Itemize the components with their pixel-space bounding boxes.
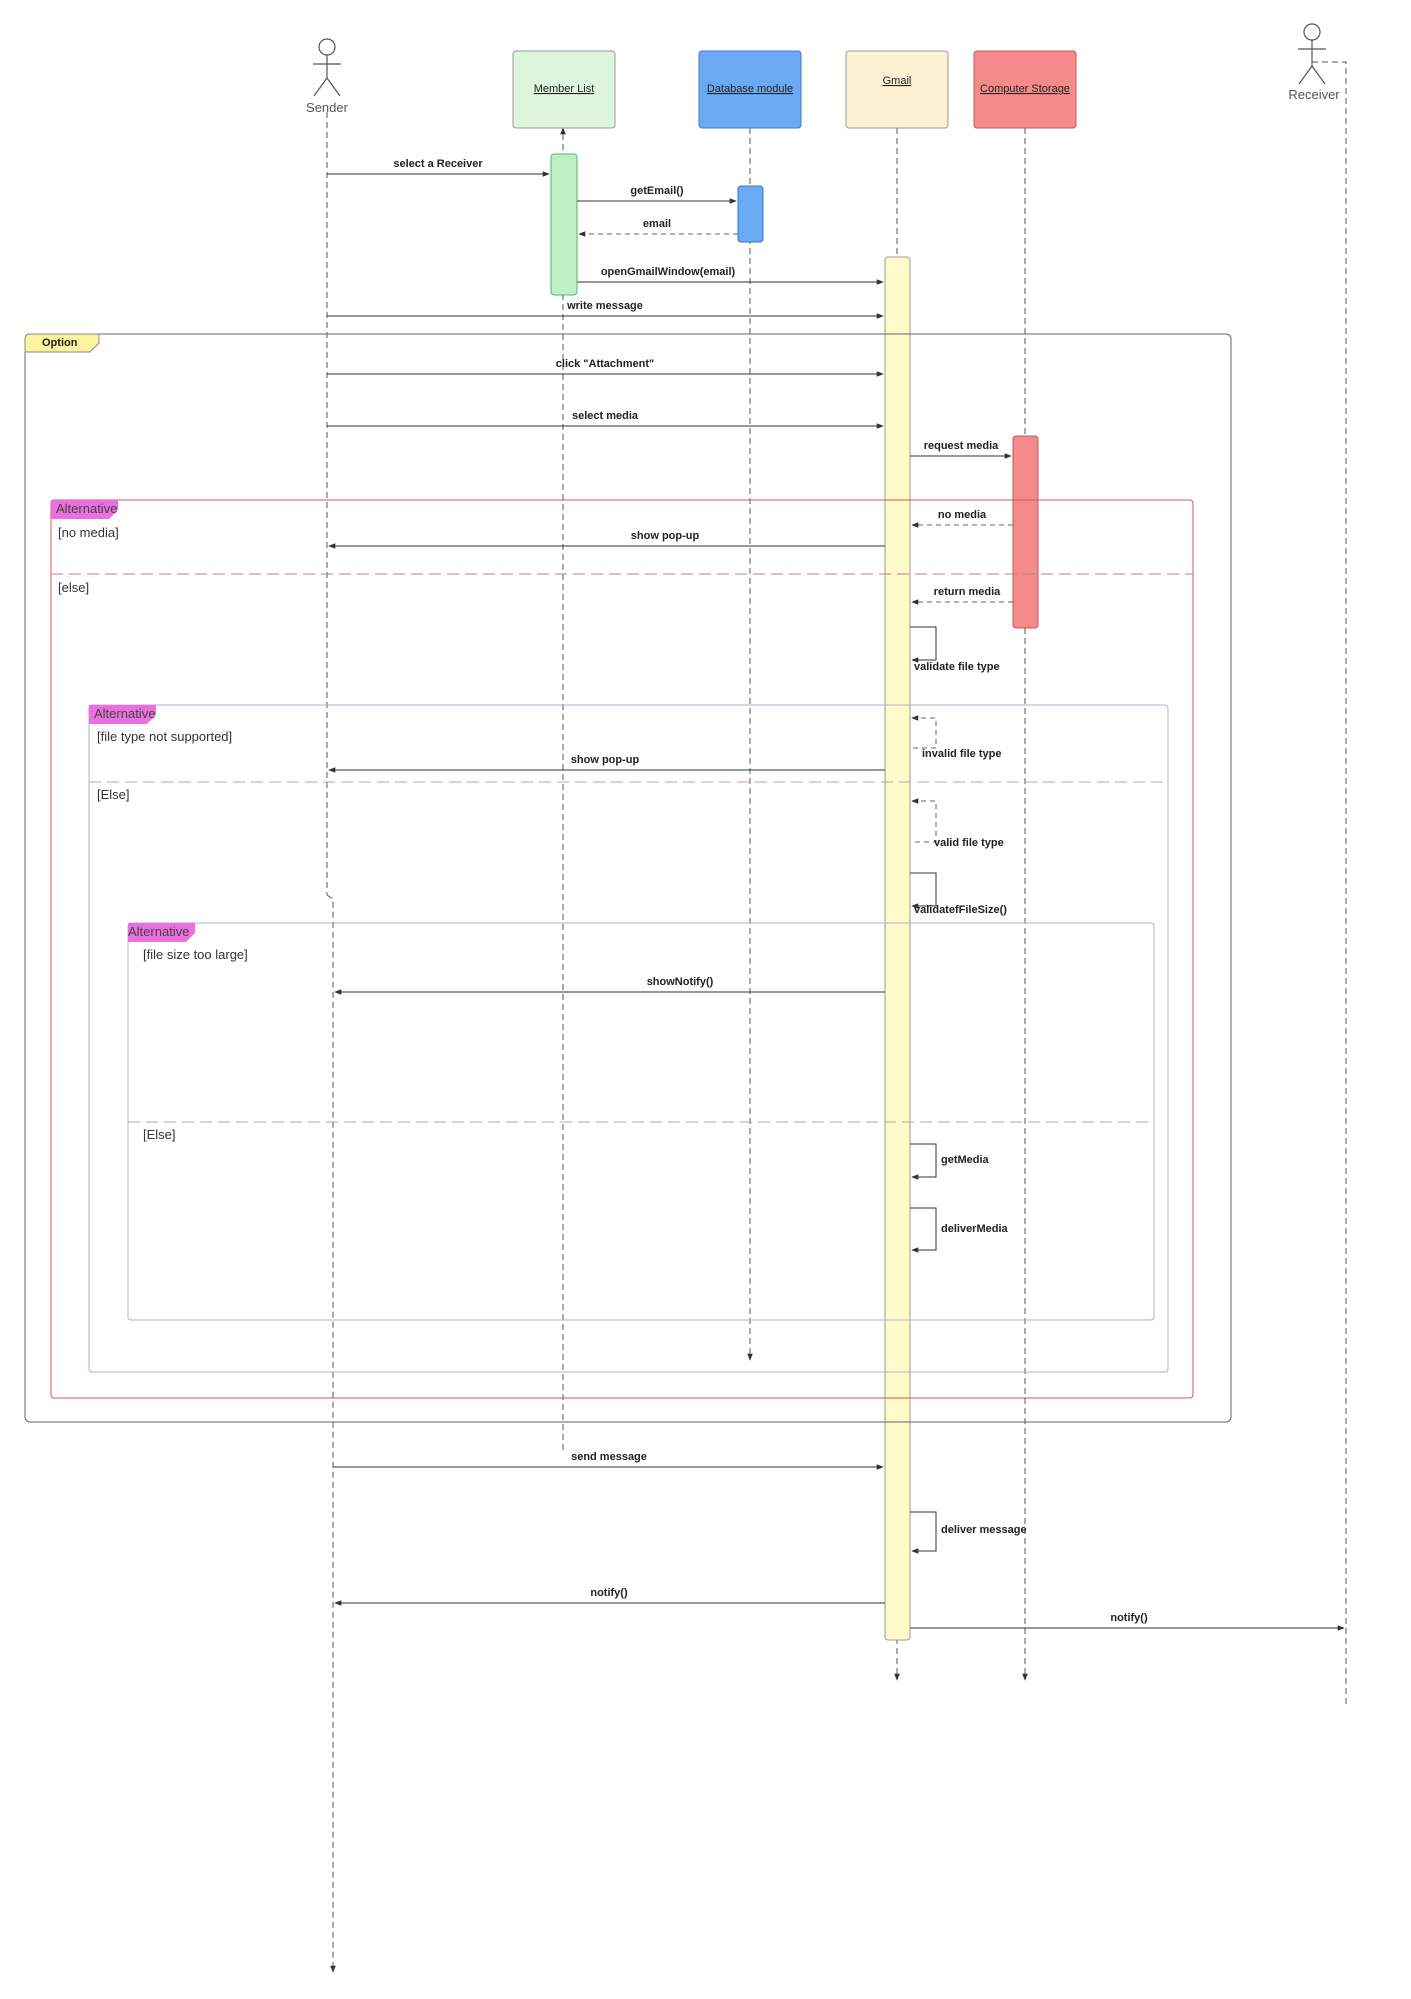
gmail-label: Gmail [883,75,912,87]
alt-frame-3-label: Alternative [128,924,189,939]
receiver-actor [1298,23,1326,85]
msg-select-media-label: select media [572,410,639,422]
receiver-label: Receiver [1288,87,1340,102]
alt-frame-1-guard-1: [no media] [58,525,119,540]
msg-valid-file-type-arrow [911,798,937,843]
option-frame-label: Option [42,337,78,349]
msg-email-label: email [643,218,671,230]
msg-deliver-message-label: deliver message [941,1524,1027,1536]
msg-get-media-arrow [910,1143,937,1180]
database-label: Database module [707,83,793,95]
msg-valid-file-type-label: valid file type [934,837,1004,849]
member-list-label: Member List [534,83,595,95]
alt-frame-3-guard-1: [file size too large] [143,947,248,962]
msg-notify-receiver-label: notify() [1110,1612,1148,1624]
msg-validate-file-type-label: validate file type [914,661,1000,673]
msg-validate-file-size-label: validatefFileSize() [914,904,1007,916]
database-participant: Database module [698,50,802,129]
msg-validate-file-size-arrow [910,872,937,909]
member-list-activation [550,153,578,296]
msg-get-media-label: getMedia [941,1154,990,1166]
database-activation [737,185,764,243]
sender-actor [313,38,341,97]
alt-frame-3: Alternative [file size too large] [Else] [127,922,1155,1321]
alt-frame-1-guard-2: [else] [58,580,89,595]
msg-get-email-label: getEmail() [630,185,684,197]
alt-frame-1: Alternative [no media] [else] [50,499,1194,1399]
msg-invalid-file-type-label: invalid file type [922,748,1001,760]
msg-click-attachment-label: click "Attachment" [556,358,654,370]
msg-show-popup-1-label: show pop-up [631,530,700,542]
msg-request-media-label: request media [924,440,999,452]
msg-return-media-label: return media [934,586,1002,598]
gmail-activation [884,256,911,1641]
msg-write-message-label: write message [566,300,643,312]
storage-activation [1012,435,1039,629]
alt-frame-2-label: Alternative [94,706,155,721]
option-frame: Option [24,333,1232,1423]
alt-frame-2: Alternative [file type not supported] [E… [88,704,1169,1373]
alt-frame-1-label: Alternative [56,501,117,516]
msg-deliver-media-arrow [910,1207,937,1253]
msg-invalid-file-type-arrow [911,715,937,749]
msg-send-message-label: send message [571,1451,647,1463]
alt-frame-3-guard-2: [Else] [143,1127,176,1142]
member-list-participant: Member List [512,50,616,129]
msg-validate-file-type-arrow [910,626,937,663]
msg-deliver-message-arrow [910,1511,937,1554]
receiver-lifeline [1312,61,1347,1705]
msg-deliver-media-label: deliverMedia [941,1223,1009,1235]
alt-frame-2-guard-1: [file type not supported] [97,729,232,744]
storage-label: Computer Storage [980,83,1070,95]
gmail-participant: Gmail [845,50,949,129]
msg-show-notify-label: showNotify() [647,976,714,988]
alt-frame-2-guard-2: [Else] [97,787,130,802]
sender-label: Sender [306,100,349,115]
msg-no-media-label: no media [938,509,987,521]
msg-show-popup-2-label: show pop-up [571,754,640,766]
storage-participant: Computer Storage [973,50,1077,129]
msg-open-gmail-label: openGmailWindow(email) [601,266,736,278]
sender-lifeline-jog [326,894,336,1973]
msg-notify-sender-label: notify() [590,1587,628,1599]
msg-select-receiver-label: select a Receiver [393,158,483,170]
